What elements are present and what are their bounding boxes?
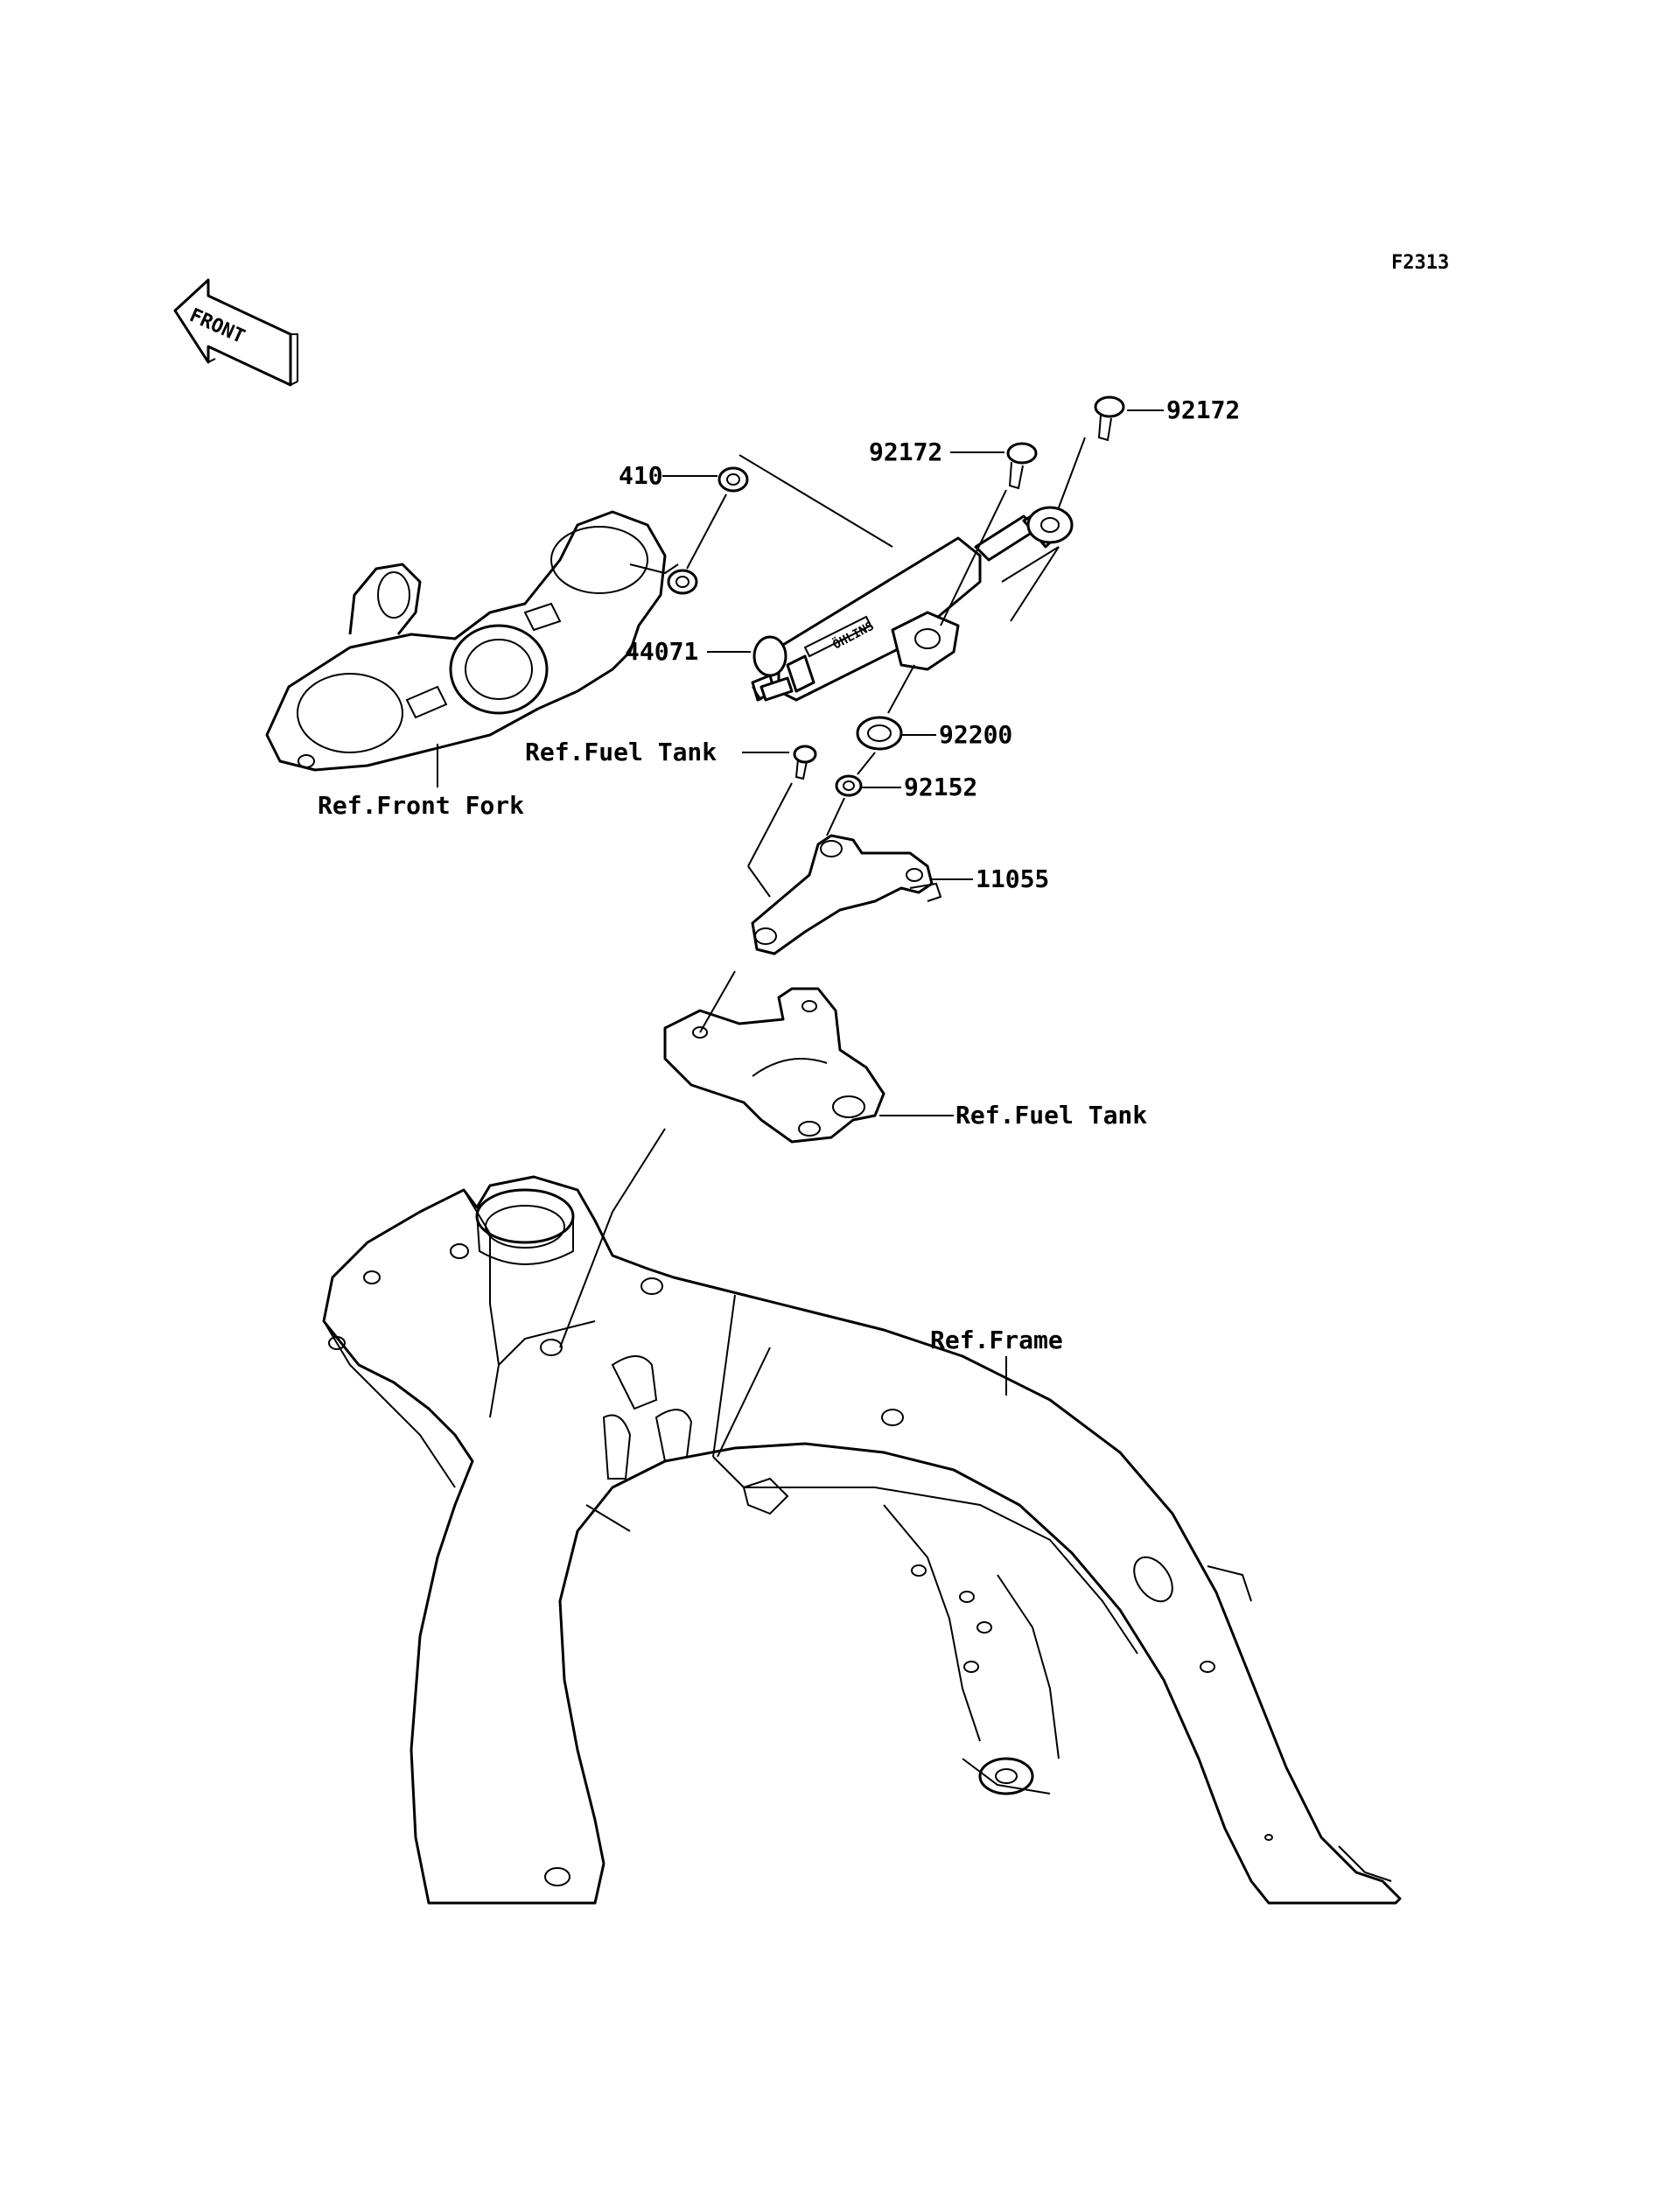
bracket-11055-drawing bbox=[751, 834, 942, 955]
fuel-tank-bracket-drawing bbox=[663, 987, 886, 1144]
bolt-fuel-tank-icon bbox=[793, 745, 817, 780]
washer-92200-icon bbox=[856, 716, 903, 751]
part-label-92172-left: 92172 bbox=[869, 437, 943, 466]
figure-code: F2313 bbox=[1391, 252, 1450, 274]
leader-lines bbox=[437, 409, 1164, 1396]
collar-92152-icon bbox=[835, 774, 863, 797]
front-arrow-icon bbox=[173, 278, 298, 387]
ref-label-fuel-tank-lower: Ref.Fuel Tank bbox=[956, 1101, 1148, 1130]
steering-damper-drawing bbox=[751, 506, 1074, 702]
ref-label-fuel-tank-upper: Ref.Fuel Tank bbox=[525, 738, 718, 766]
part-label-410: 410 bbox=[619, 461, 663, 490]
part-label-92200: 92200 bbox=[939, 720, 1013, 749]
bolt-92172-right-icon bbox=[1094, 395, 1125, 442]
bolt-92172-left-icon bbox=[1006, 442, 1038, 490]
part-label-11055: 11055 bbox=[976, 864, 1050, 893]
part-label-92152: 92152 bbox=[904, 773, 978, 801]
ref-label-front-fork: Ref.Front Fork bbox=[318, 791, 525, 820]
triple-clamp-drawing bbox=[265, 510, 698, 772]
washer-410-icon bbox=[718, 466, 749, 493]
part-label-92172-right: 92172 bbox=[1166, 395, 1241, 424]
part-label-44071: 44071 bbox=[625, 637, 699, 666]
frame-drawing bbox=[322, 1175, 1402, 1905]
ref-label-frame: Ref.Frame bbox=[930, 1326, 1063, 1354]
